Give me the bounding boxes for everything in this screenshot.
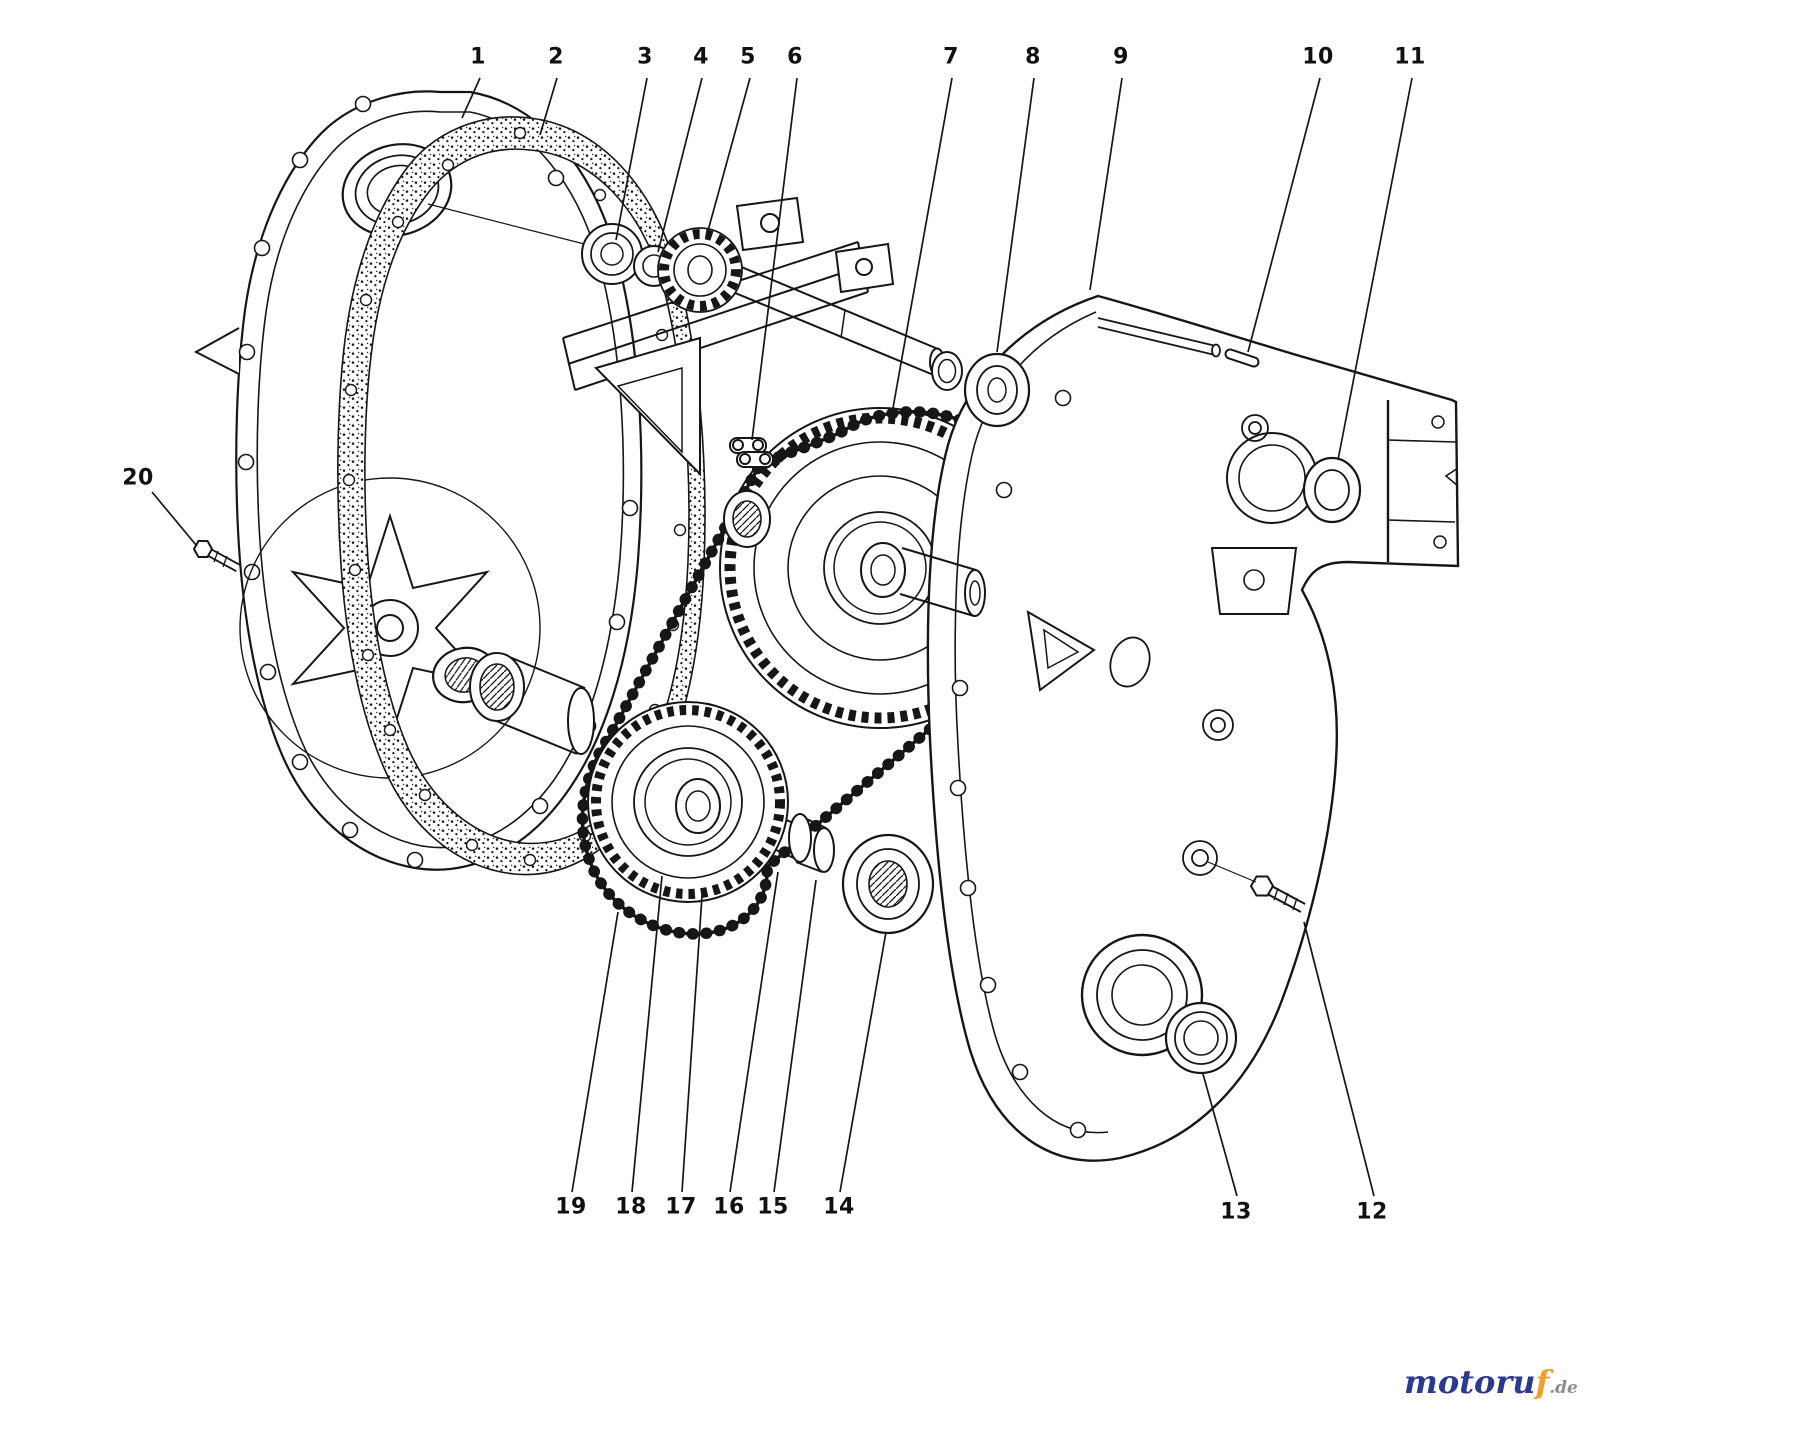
callout-14: 14 [823,1194,855,1220]
callout-16: 16 [713,1194,745,1220]
callout-10: 10 [1302,44,1334,70]
part-needle-bearing-14 [841,833,935,935]
part-needle-bearing-mid [469,652,595,755]
callout-20: 20 [122,465,154,491]
callout-8: 8 [1025,44,1041,70]
part-bearing-11 [1302,456,1362,524]
sprocket-hub-shaft [899,547,986,617]
part-bearing-3 [581,223,643,285]
part-bolt-20 [192,540,241,572]
part-bearing-8 [963,352,1031,428]
assembly-line [427,203,597,248]
callout-12: 12 [1356,1199,1388,1225]
callout-7: 7 [943,44,959,70]
callout-11: 11 [1394,44,1426,70]
watermark-logo: motoruf.de [1404,1366,1578,1398]
watermark-text-tld: .de [1549,1378,1578,1398]
callout-3: 3 [637,44,653,70]
callout-6: 6 [787,44,803,70]
callout-15: 15 [757,1194,789,1220]
part-seal-13 [1164,1001,1238,1075]
watermark-text-main: motoru [1404,1363,1536,1401]
part-sprocket-17 [587,701,789,903]
part-pin-10 [1224,348,1260,368]
part-master-link-6 [729,437,774,468]
watermark-text-accent: f [1535,1363,1550,1401]
callout-1: 1 [470,44,486,70]
part-needle-bearing-upper [723,490,771,548]
callout-9: 9 [1113,44,1129,70]
callout-17: 17 [665,1194,697,1220]
housing-rod [1097,317,1221,358]
callout-5: 5 [740,44,756,70]
callout-13: 13 [1220,1199,1252,1225]
callout-4: 4 [693,44,709,70]
leader-lines [151,77,1413,1197]
part-input-shaft-5 [657,227,945,377]
callout-18: 18 [615,1194,647,1220]
part-spacer-15 [788,813,835,873]
callout-19: 19 [555,1194,587,1220]
part-washer [931,351,963,391]
part-bolt-12 [1207,861,1306,913]
callout-2: 2 [548,44,564,70]
part-housing-cover-left [193,90,643,871]
